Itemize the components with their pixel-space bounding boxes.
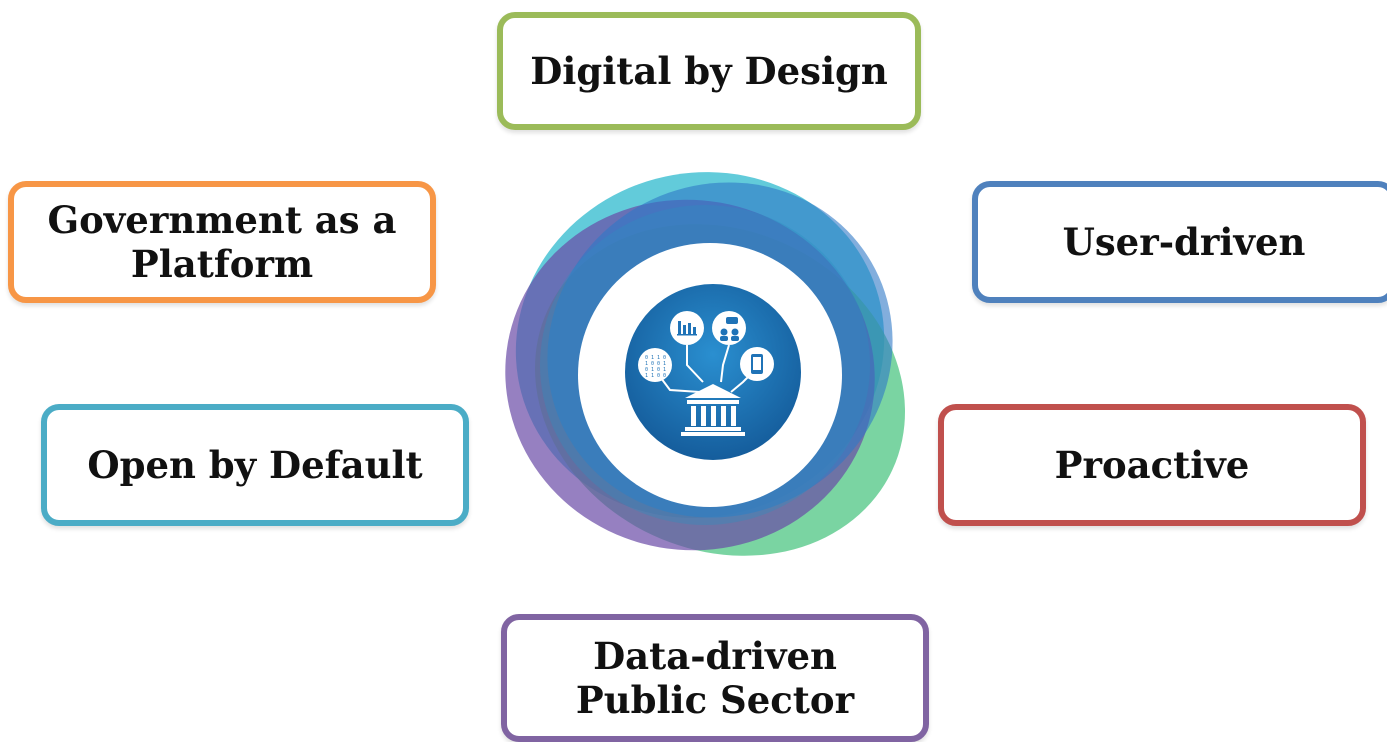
principle-government-as-a-platform: Government as a Platform — [8, 181, 436, 303]
central-hub-graphic: 0 1 1 0 1 0 0 1 0 1 0 1 1 1 0 0 — [495, 160, 925, 570]
svg-text:0 1 0 1: 0 1 0 1 — [645, 367, 666, 373]
principle-label: Open by Default — [87, 443, 423, 487]
principle-label: User-driven — [1062, 220, 1306, 264]
principle-digital-by-design: Digital by Design — [497, 12, 921, 130]
building-icon — [681, 384, 745, 436]
chat-people-icon — [720, 317, 739, 341]
principle-user-driven: User-driven — [972, 181, 1387, 303]
principle-data-driven-public-sector: Data-driven Public Sector — [501, 614, 929, 742]
principle-label-line-1: Government as a — [47, 198, 397, 242]
principle-label-line-2: Platform — [130, 242, 314, 286]
chart-icon — [677, 321, 697, 336]
principle-label-line-2: Public Sector — [575, 678, 855, 722]
principle-open-by-default: Open by Default — [41, 404, 469, 526]
principle-label: Government as a Platform — [48, 198, 397, 286]
principle-label: Data-driven Public Sector — [576, 634, 854, 722]
mobile-phone-icon — [751, 354, 763, 374]
svg-text:1 0 0 1: 1 0 0 1 — [645, 361, 666, 367]
binary-data-icon: 0 1 1 0 1 0 0 1 0 1 0 1 1 1 0 0 — [645, 355, 666, 379]
hub-icon-circle — [625, 284, 801, 460]
hub-rings-graphic: 0 1 1 0 1 0 0 1 0 1 0 1 1 1 0 0 — [505, 172, 905, 556]
svg-text:0 1 1 0: 0 1 1 0 — [645, 355, 666, 361]
svg-text:1 1 0 0: 1 1 0 0 — [645, 373, 666, 379]
government-building-icon: 0 1 1 0 1 0 0 1 0 1 0 1 1 1 0 0 — [638, 311, 774, 436]
principle-label-line-1: Data-driven — [593, 634, 837, 678]
principle-label: Proactive — [1054, 443, 1250, 487]
principle-label: Digital by Design — [530, 49, 888, 93]
principle-proactive: Proactive — [938, 404, 1366, 526]
